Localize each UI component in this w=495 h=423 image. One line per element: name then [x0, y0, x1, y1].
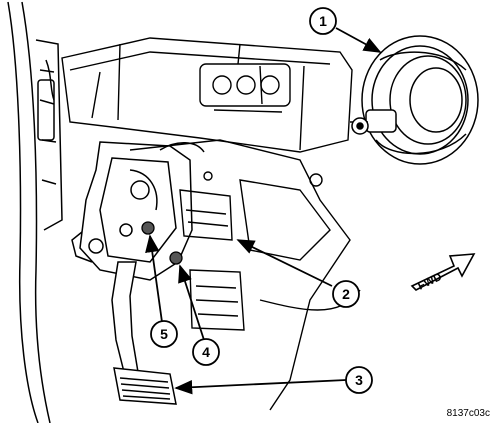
leader-lines: [145, 27, 382, 395]
pedal-nuts: [141, 221, 183, 265]
fwd-arrow: FWD: [410, 253, 476, 293]
pedal-bracket: [71, 141, 205, 281]
callout-5: 5: [150, 320, 178, 348]
callout-4-label: 4: [202, 344, 210, 360]
callout-2: 2: [332, 280, 360, 308]
instrument-panel: [61, 37, 353, 153]
door-frame: [7, 1, 63, 423]
callout-4: 4: [192, 338, 220, 366]
brake-booster: [350, 35, 479, 165]
callout-1: 1: [309, 7, 337, 35]
callout-1-label: 1: [319, 13, 327, 29]
callout-5-label: 5: [160, 326, 168, 342]
callout-3-label: 3: [355, 372, 363, 388]
figure-code: 8137c03c: [447, 408, 490, 419]
callout-3: 3: [345, 366, 373, 394]
brake-pedal: [111, 261, 177, 405]
firewall: [129, 139, 361, 411]
fwd-label: FWD: [416, 271, 444, 293]
callout-2-label: 2: [342, 286, 350, 302]
